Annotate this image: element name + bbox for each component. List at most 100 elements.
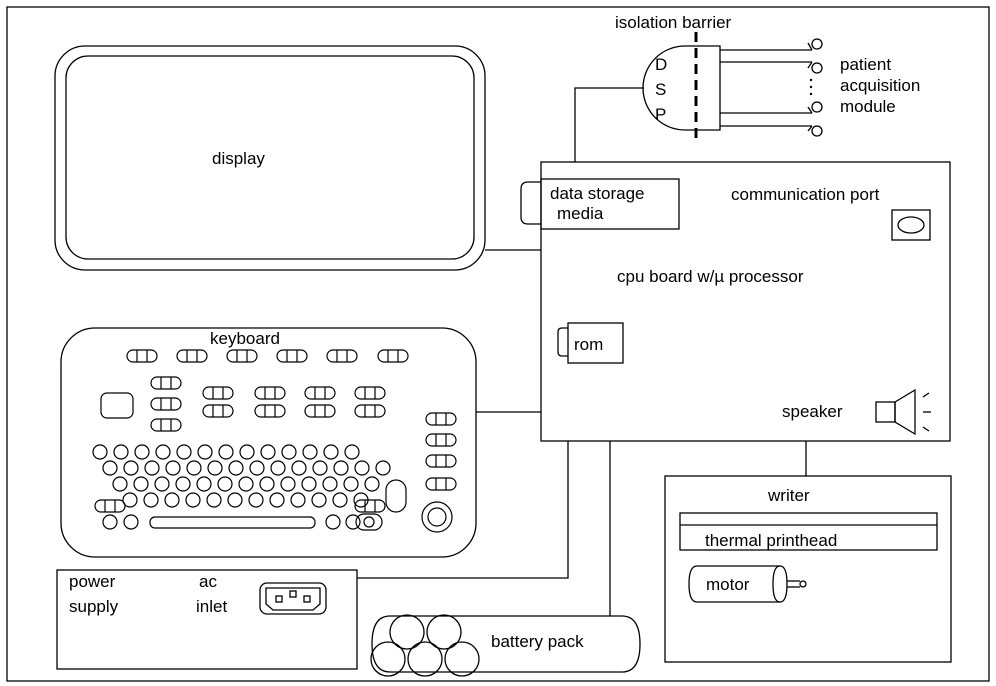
ac-label: ac [199,572,217,591]
battery-cell [407,641,443,677]
keyboard-key [354,460,370,476]
outer-frame [6,6,990,682]
speaker-label: speaker [782,402,843,421]
keyboard-key [186,460,202,476]
keyboard-key [333,460,349,476]
keyboard-key [144,460,160,476]
keyboard-key [164,492,180,508]
dsp-block: D S P isolation barrier [615,13,732,143]
side-key [425,477,457,491]
power-supply-outline [56,569,358,670]
keyboard-key [301,476,317,492]
keyboard-key [227,492,243,508]
keyboard-key [143,492,159,508]
keyboard-key [92,444,108,460]
rom-box [567,322,624,364]
media-label: media [557,204,604,223]
keyboard-key [185,492,201,508]
keyboard-key [113,444,129,460]
patient-leads: patient acquisition module [720,38,920,137]
keyboard-key [217,476,233,492]
writer-outline [664,475,952,663]
dsp-letter-d: D [655,55,667,74]
data-storage-label: data storage [550,184,645,203]
electrode-terminal [811,62,823,74]
keyboard-key [239,444,255,460]
side-key [425,412,457,426]
keyboard-key [302,444,318,460]
battery-cell [389,614,425,650]
keyboard-key [259,476,275,492]
keyboard-key [375,460,391,476]
keyboard-key [134,444,150,460]
ac-inlet-icon [259,582,327,615]
keyboard-key [260,444,276,460]
acquisition-label: acquisition [840,76,920,95]
keyboard-key [112,476,128,492]
power-label: power [69,572,116,591]
cpu-board: cpu board w/µ processor data storage med… [520,161,951,442]
writer-label: writer [767,486,810,505]
keyboard-key [291,460,307,476]
keyboard-key [206,492,222,508]
battery-cell [444,641,480,677]
function-key [276,349,308,363]
thermal-printhead-label: thermal printhead [705,531,837,550]
keyboard-key [155,444,171,460]
ellipsis-dot [809,85,813,89]
power-supply-block: power supply ac inlet [56,569,358,670]
inlet-label: inlet [196,597,227,616]
keyboard-key [228,460,244,476]
keyboard-outline [60,327,477,558]
communication-port-label: communication port [731,185,880,204]
space-bar [149,516,316,529]
display-outer [54,45,486,271]
rom-label: rom [574,335,603,354]
keyboard-key [269,492,285,508]
keyboard-key [343,476,359,492]
keyboard-key [176,444,192,460]
port-icon [891,209,931,241]
keyboard-key [207,460,223,476]
module-label: module [840,97,896,116]
keyboard-key [154,476,170,492]
keyboard-key [248,492,264,508]
dsp-letter-p: P [655,105,666,124]
keyboard-key [281,444,297,460]
data-storage-box [540,178,680,230]
keyboard-key [196,476,212,492]
function-key [326,349,358,363]
battery-pack-block: battery pack [370,614,641,677]
cursor-key [150,418,182,432]
keyboard-key [123,514,139,530]
keyboard-key [345,514,361,530]
speaker-icon [875,388,931,436]
battery-pack-label: battery pack [491,632,584,651]
data-storage-slot [520,181,541,225]
cursor-key [150,376,182,390]
display-block: display [54,45,486,271]
control-key [202,404,234,418]
patient-label: patient [840,55,891,74]
keyboard-label: keyboard [210,329,280,348]
function-key [126,349,158,363]
keyboard-key [311,492,327,508]
electrode-terminal [811,125,823,137]
keyboard-key [312,460,328,476]
display-label: display [212,149,265,168]
cpu-board-outline [540,161,951,442]
cpu-to-power-wire [357,441,569,579]
side-key [425,454,457,468]
electrode-terminal [811,38,823,50]
battery-cell [370,641,406,677]
control-key [304,404,336,418]
control-key [202,386,234,400]
keyboard-key [102,514,118,530]
modifier-key [354,499,386,513]
function-key [176,349,208,363]
supply-label: supply [69,597,119,616]
keyboard-key [249,460,265,476]
keyboard-key [332,492,348,508]
